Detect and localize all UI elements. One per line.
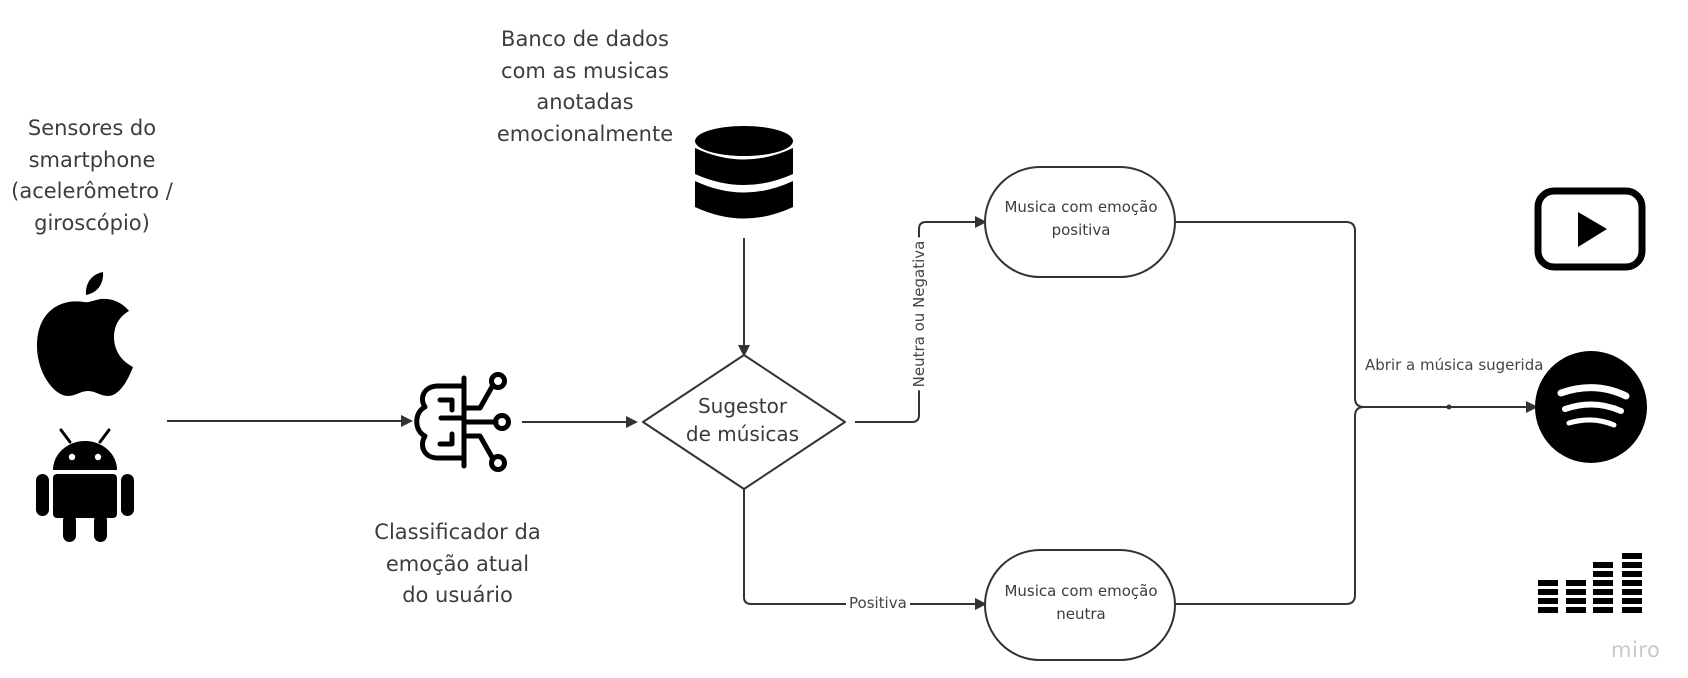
edge-positive-to-merge — [1175, 221, 1365, 408]
youtube-icon — [1534, 187, 1646, 271]
apple-icon — [36, 272, 133, 396]
sugestor-diamond — [642, 354, 846, 490]
database-icon — [695, 126, 793, 219]
deezer-icon — [1538, 553, 1642, 613]
merge-dot — [1446, 404, 1452, 410]
miro-watermark: miro — [1611, 638, 1661, 662]
sugestor-label: Sugestor de músicas — [685, 394, 800, 446]
sensors-label: Sensores do smartphone (acelerômetro / g… — [11, 116, 173, 235]
classifier-label: Classificador da emoção atual do usuário — [374, 520, 541, 607]
edge-label-positive: Positiva — [846, 594, 910, 612]
spotify-icon — [1535, 351, 1647, 463]
android-icon — [36, 428, 134, 542]
positive-music-node — [984, 166, 1176, 278]
edge-label-neutral-or-negative: Neutra ou Negativa — [910, 237, 928, 391]
edge-label-open-suggested: Abrir a música sugerida — [1362, 356, 1547, 374]
positive-music-label: Musica com emoção positiva — [1004, 198, 1158, 239]
neutral-music-node — [984, 549, 1176, 661]
database-label: Banco de dados com as musicas anotadas e… — [496, 27, 674, 146]
edge-neutral-to-merge — [1175, 406, 1365, 605]
neutral-music-label: Musica com emoção neutra — [1004, 582, 1158, 623]
edge-sugestor-to-neutral — [743, 489, 987, 610]
ai-brain-icon — [414, 372, 511, 472]
